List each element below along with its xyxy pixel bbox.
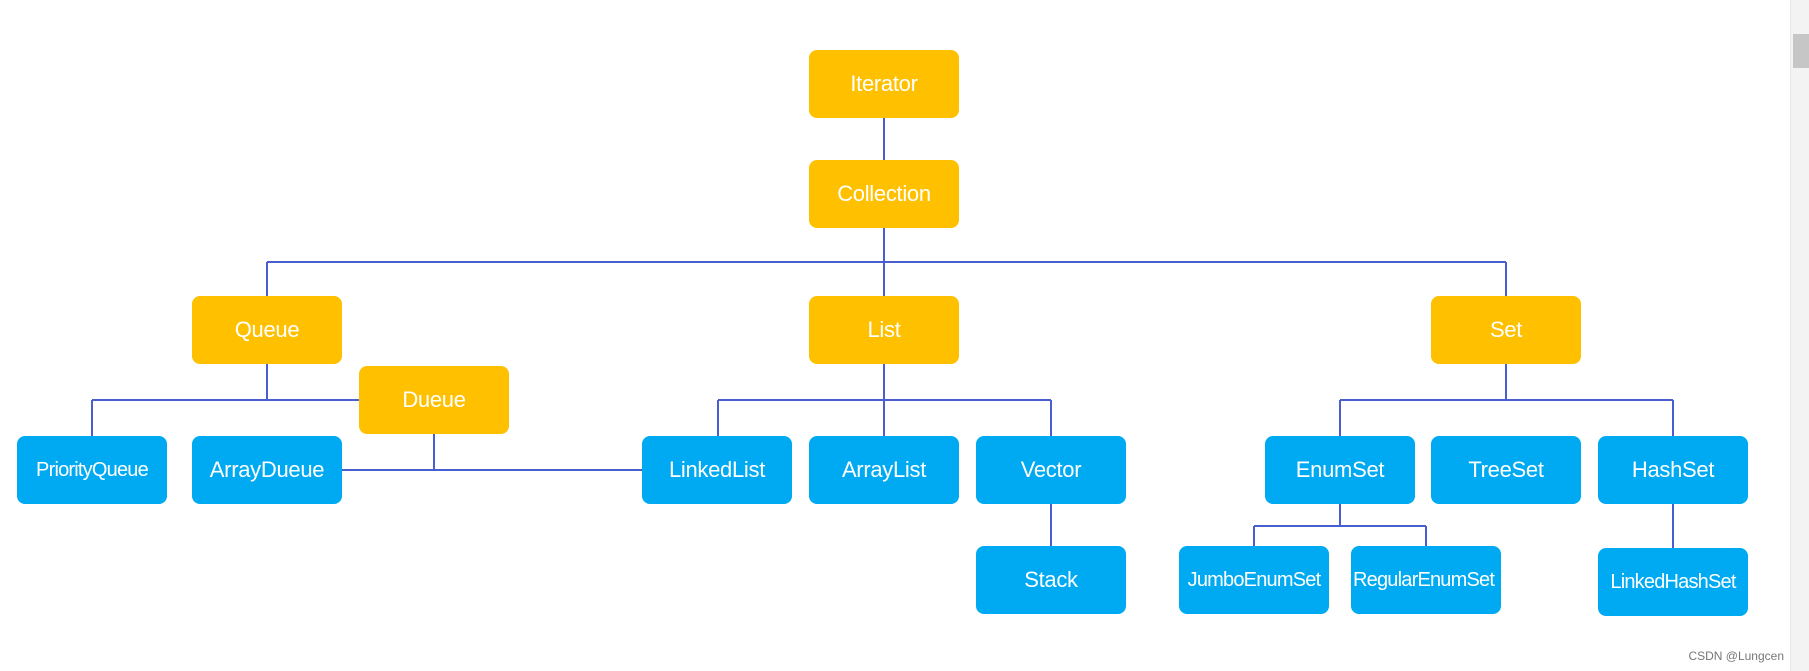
scrollbar-thumb[interactable] [1793,34,1809,68]
node-hashset: HashSet [1598,436,1748,504]
node-enumset: EnumSet [1265,436,1415,504]
node-arraydueue: ArrayDueue [192,436,342,504]
node-priorityqueue: PriorityQueue [17,436,167,504]
node-regularenumset: RegularEnumSet [1351,546,1501,614]
node-iterator: Iterator [809,50,959,118]
node-linkedhashset: LinkedHashSet [1598,548,1748,616]
node-linkedlist: LinkedList [642,436,792,504]
node-stack: Stack [976,546,1126,614]
node-jumboenumset: JumboEnumSet [1179,546,1329,614]
watermark-text: CSDN @Lungcen [1688,649,1784,663]
node-treeset: TreeSet [1431,436,1581,504]
node-list: List [809,296,959,364]
node-arraylist: ArrayList [809,436,959,504]
node-dueue: Dueue [359,366,509,434]
node-vector: Vector [976,436,1126,504]
node-collection: Collection [809,160,959,228]
node-set: Set [1431,296,1581,364]
vertical-scrollbar[interactable] [1790,0,1809,671]
node-queue: Queue [192,296,342,364]
